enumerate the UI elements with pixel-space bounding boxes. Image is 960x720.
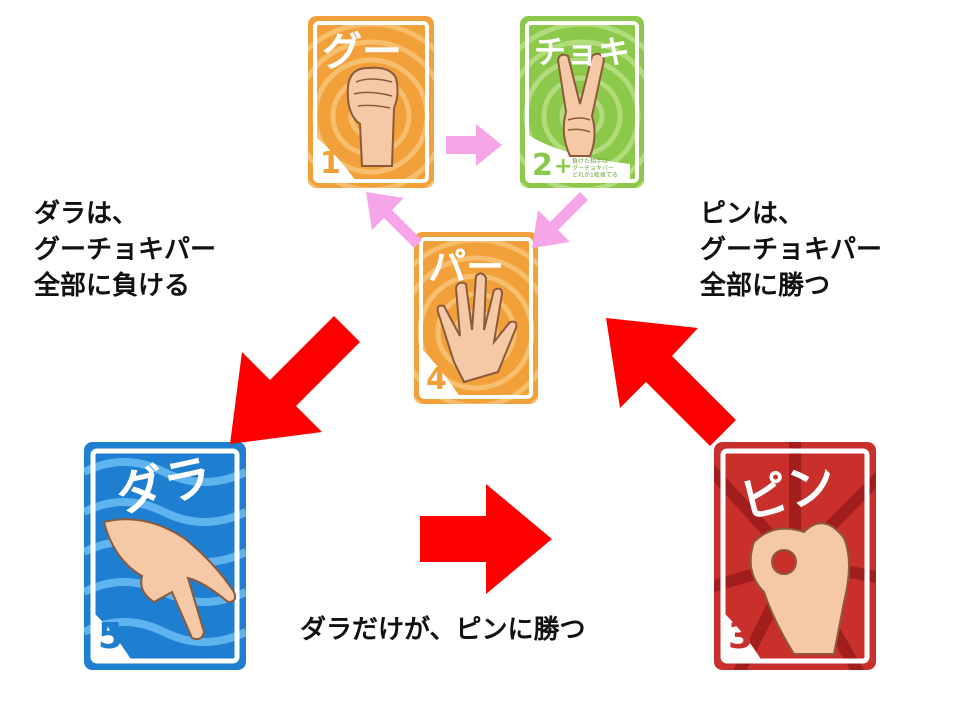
card-pa: パー 4 (414, 232, 538, 404)
card-gu-number: 1 (320, 146, 341, 181)
card-gu: グー 1 (308, 16, 434, 188)
card-pin: ピン 3 (714, 442, 876, 670)
dara-rule-caption: ダラは、 グーチョキパー 全部に負ける (34, 196, 216, 304)
card-choki: チョキ 2 + 負けた相手は グーチョキパー どれか1枚捨てる (520, 16, 644, 188)
pin-rule-caption: ピンは、 グーチョキパー 全部に勝つ (700, 196, 882, 304)
pin-rule-line: ピンは、 (700, 199, 805, 229)
pink-arrow-pa-to-gu (366, 192, 422, 248)
card-choki-number: 2 (532, 148, 553, 183)
card-choki-note-line: どれか1枚捨てる (572, 172, 618, 179)
card-pin-number: 3 (728, 616, 754, 657)
pin-rule-line: 全部に勝つ (700, 271, 831, 301)
card-gu-title: グー (322, 29, 402, 75)
dara-rule-line: ダラは、 (34, 199, 139, 229)
red-arrow-pa-to-dara (230, 316, 360, 444)
card-choki-note-line: グーチョキパー (572, 165, 615, 172)
card-pa-title: パー (428, 245, 505, 289)
card-choki-note: 負けた相手は グーチョキパー どれか1枚捨てる (572, 158, 618, 179)
pink-arrow-choki-to-pa (532, 192, 588, 248)
dara-rule-line: グーチョキパー (34, 235, 217, 265)
limp-hand-icon (102, 518, 237, 641)
scissors-hand-icon (556, 52, 606, 157)
bottom-rule-caption: ダラだけが、ピンに勝つ (300, 615, 586, 645)
card-dara-number: 5 (98, 616, 124, 657)
card-pa-number: 4 (426, 362, 447, 397)
dara-rule-line: 全部に負ける (34, 271, 191, 301)
red-arrow-dara-to-pin (420, 484, 552, 594)
pin-rule-line: グーチョキパー (700, 235, 883, 265)
open-hand-icon (436, 272, 518, 384)
red-arrow-pin-to-pa (606, 318, 736, 446)
fist-hand-icon (346, 66, 399, 167)
card-choki-title: チョキ (534, 33, 631, 71)
pink-arrow-gu-to-choki (446, 124, 502, 166)
card-choki-note-line: 負けた相手は (572, 158, 609, 165)
card-dara: ダラ 5 (84, 442, 246, 670)
flick-hand-icon (749, 522, 850, 655)
card-choki-plus: + (554, 154, 573, 179)
